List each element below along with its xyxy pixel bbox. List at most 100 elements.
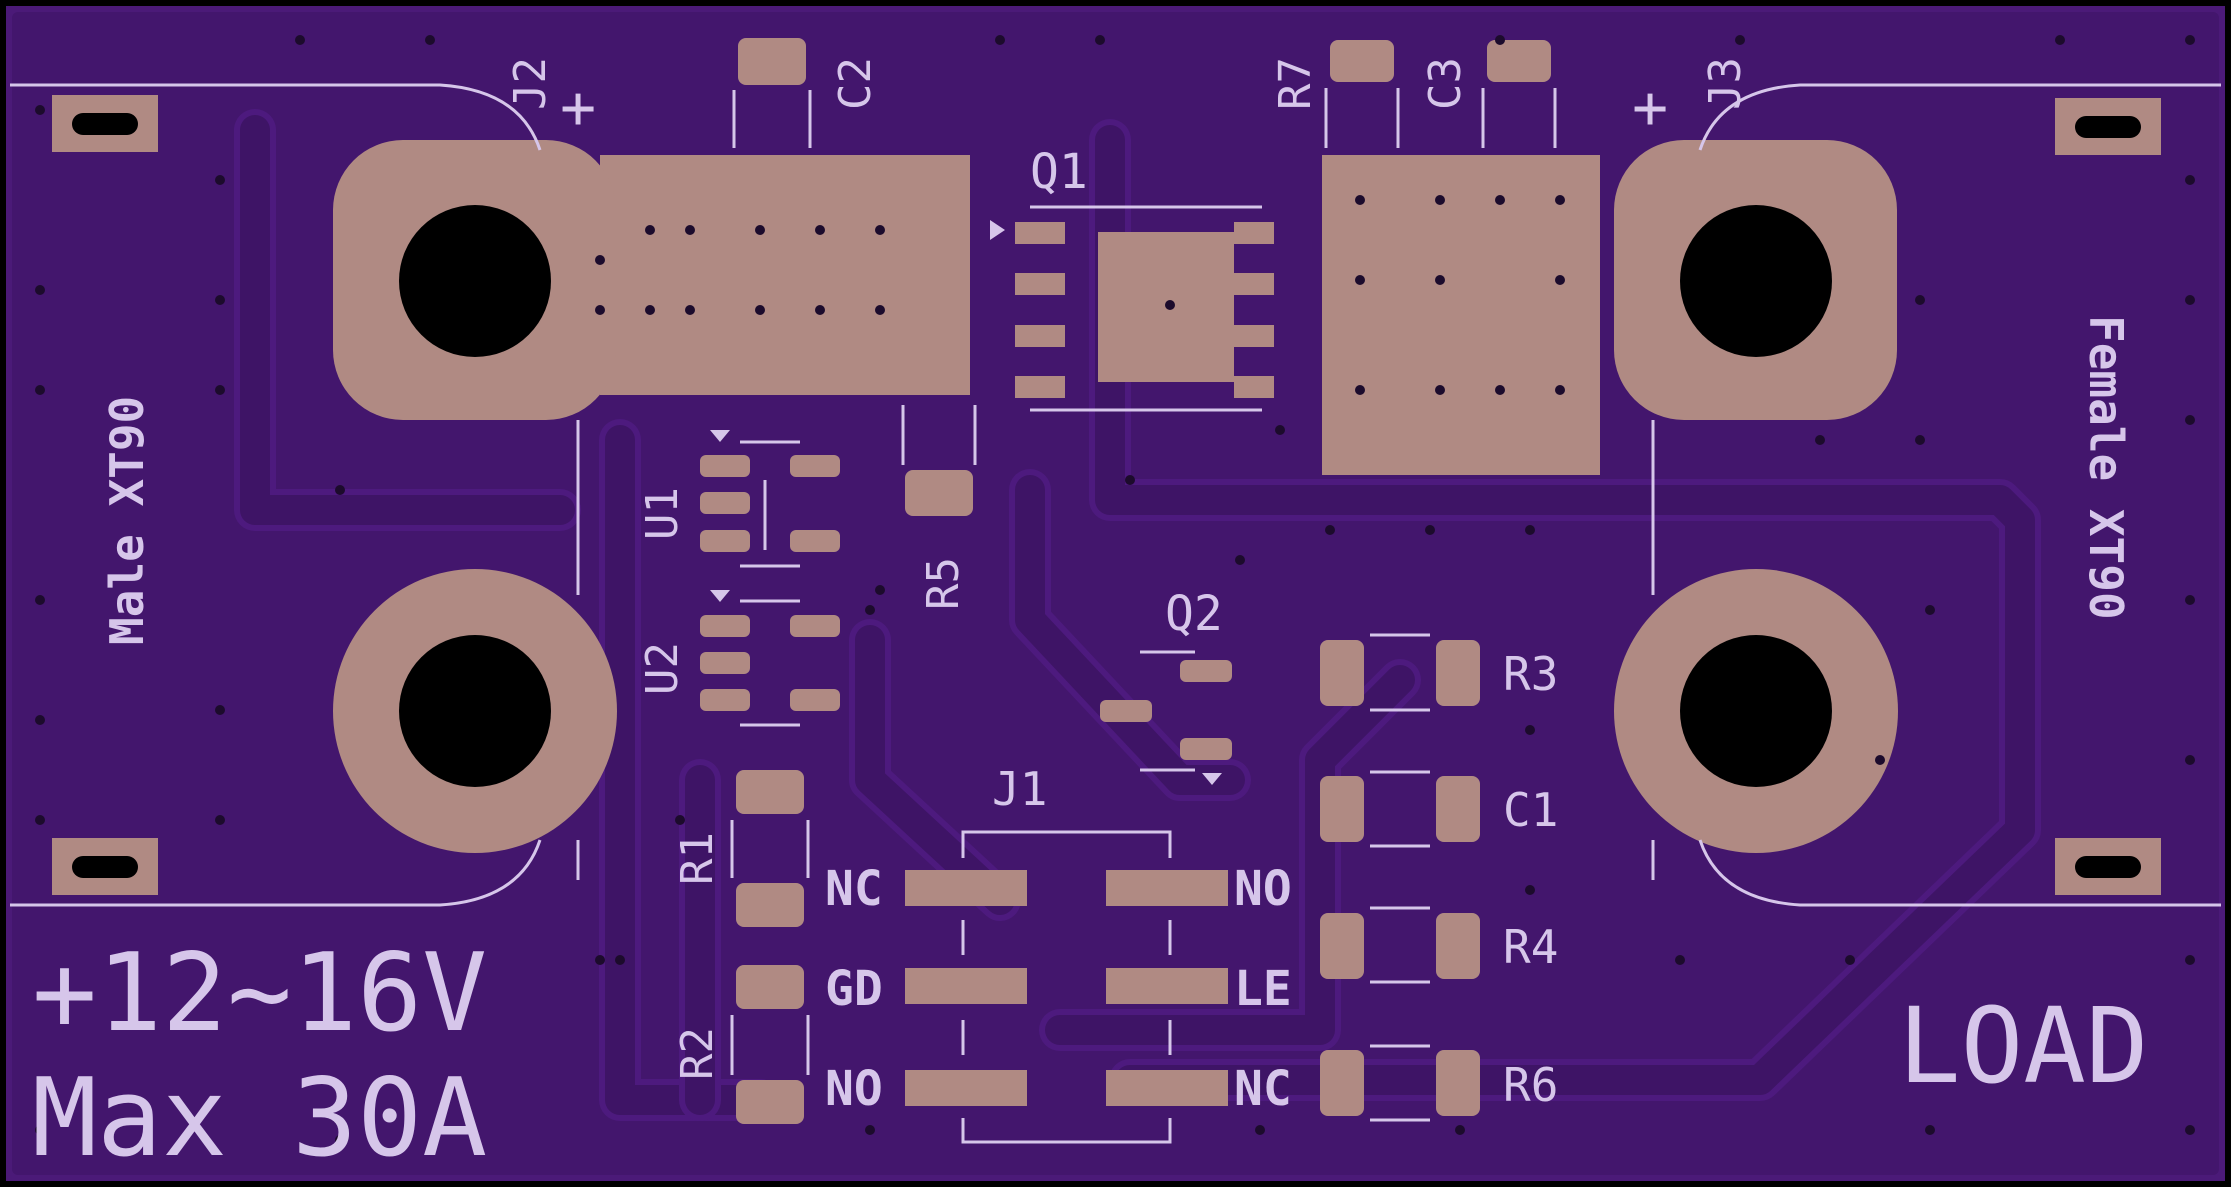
- via: [645, 305, 655, 315]
- label-j2: J2: [505, 57, 556, 110]
- via: [2185, 415, 2195, 425]
- label-r4: R4: [1503, 920, 1558, 974]
- via: [335, 485, 345, 495]
- via: [1525, 885, 1535, 895]
- via: [2185, 35, 2195, 45]
- label-r3: R3: [1503, 647, 1558, 701]
- via: [1125, 475, 1135, 485]
- via: [2185, 295, 2195, 305]
- label-j2-plus: +: [560, 73, 596, 143]
- via: [875, 225, 885, 235]
- via: [1875, 755, 1885, 765]
- j2-hole-positive: [399, 205, 551, 357]
- via: [2055, 35, 2065, 45]
- via: [35, 385, 45, 395]
- j3-connector: [1614, 83, 2221, 907]
- j3-hole-positive: [1680, 205, 1832, 357]
- j2-hole-negative: [399, 635, 551, 787]
- via: [335, 1135, 345, 1145]
- q2-transistor: [1100, 650, 1232, 785]
- via: [35, 815, 45, 825]
- via: [995, 35, 1005, 45]
- j1-pin-left-3: NO: [825, 1061, 883, 1117]
- via: [1455, 1125, 1465, 1135]
- label-j3-plus: +: [1632, 73, 1668, 143]
- via: [1555, 275, 1565, 285]
- via: [685, 225, 695, 235]
- via: [425, 35, 435, 45]
- silkscreen-labels: J2 + C2 R7 C3 + J3 Q1 Q2 U1 U2 R5 R1 R2 …: [32, 57, 2148, 1181]
- via: [1915, 435, 1925, 445]
- traces: [234, 109, 2041, 1121]
- via: [35, 1125, 45, 1135]
- via: [865, 1125, 875, 1135]
- via: [1555, 385, 1565, 395]
- via: [1435, 195, 1445, 205]
- j1-header: [905, 830, 1228, 1144]
- via: [215, 175, 225, 185]
- label-male-xt90: Male XT90: [100, 396, 154, 645]
- j1-pin-left-2: GD: [825, 961, 883, 1017]
- via: [1275, 425, 1285, 435]
- via: [595, 305, 605, 315]
- j1-pin-left-1: NC: [825, 861, 883, 917]
- label-c2: C2: [830, 57, 881, 110]
- label-r7: R7: [1270, 57, 1321, 110]
- via: [35, 105, 45, 115]
- via: [755, 305, 765, 315]
- via: [1435, 275, 1445, 285]
- via: [1525, 525, 1535, 535]
- r5-resistor: [901, 405, 977, 516]
- via: [1235, 555, 1245, 565]
- via: [2185, 595, 2195, 605]
- label-r6: R6: [1503, 1058, 1558, 1112]
- power-copper-right: [1322, 155, 1600, 475]
- via: [615, 955, 625, 965]
- via: [595, 255, 605, 265]
- via: [1435, 385, 1445, 395]
- via: [295, 35, 305, 45]
- label-current: Max 30A: [32, 1056, 487, 1181]
- via: [215, 385, 225, 395]
- via: [2185, 1125, 2195, 1135]
- via: [685, 305, 695, 315]
- via: [1525, 725, 1535, 735]
- label-u2: U2: [637, 642, 688, 695]
- j1-pin-right-2: LE: [1234, 961, 1292, 1017]
- via: [1355, 385, 1365, 395]
- r7-c3-components: [1324, 40, 1557, 148]
- j1-pin-right-3: NC: [1234, 1061, 1292, 1117]
- label-female-xt90: Female XT90: [2079, 315, 2133, 620]
- via: [1675, 955, 1685, 965]
- label-j1: J1: [992, 762, 1047, 816]
- r1-r2-resistors: [730, 770, 810, 1124]
- u1-u2-ics: [700, 430, 840, 727]
- via: [1925, 605, 1935, 615]
- j2-connector: [10, 83, 617, 907]
- c2-capacitor: [732, 38, 812, 148]
- via: [35, 285, 45, 295]
- via: [215, 705, 225, 715]
- via: [1925, 1125, 1935, 1135]
- via: [1355, 275, 1365, 285]
- label-j3: J3: [1700, 57, 1751, 110]
- via: [755, 225, 765, 235]
- label-load: LOAD: [1898, 985, 2148, 1107]
- label-q2: Q2: [1165, 586, 1223, 642]
- via: [1425, 525, 1435, 535]
- via: [2185, 955, 2195, 965]
- via: [215, 815, 225, 825]
- via: [215, 295, 225, 305]
- via: [675, 815, 685, 825]
- via: [2185, 755, 2195, 765]
- via: [2185, 175, 2195, 185]
- via: [1255, 1125, 1265, 1135]
- via: [1915, 295, 1925, 305]
- via: [35, 715, 45, 725]
- via: [1555, 195, 1565, 205]
- via: [35, 595, 45, 605]
- via: [1735, 35, 1745, 45]
- via: [595, 955, 605, 965]
- via: [1325, 525, 1335, 535]
